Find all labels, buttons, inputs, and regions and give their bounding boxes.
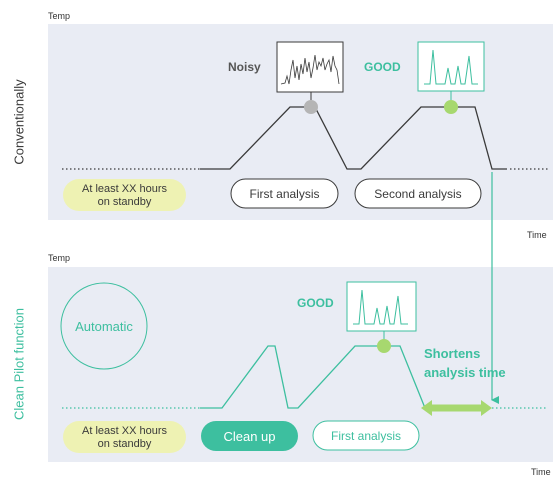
top-standby-line2: on standby [98, 196, 152, 208]
top-standby-line1: At least XX hours [82, 183, 167, 195]
top-second-analysis-pill [354, 178, 482, 209]
clean-up-label: Clean up [223, 429, 275, 444]
bottom-first-analysis-pill [312, 420, 420, 451]
top-first-analysis-pill [230, 178, 339, 209]
noisy-chromatogram-trace [280, 54, 340, 85]
top-good-sample-point [444, 100, 458, 114]
automatic-label: Automatic [75, 319, 133, 334]
top-second-analysis-label: Second analysis [374, 187, 461, 201]
bottom-good-chromatogram-box [346, 281, 417, 332]
bottom-first-analysis-label: First analysis [331, 429, 401, 443]
bottom-time-axis-label: Time [531, 467, 551, 477]
top-good-chromatogram-trace [424, 49, 478, 85]
shortens-double-arrow [421, 400, 492, 416]
top-good-label: GOOD [364, 60, 401, 74]
top-first-analysis-label: First analysis [249, 187, 319, 201]
shortens-label-line1: Shortens [424, 346, 480, 361]
bottom-standby-line1: At least XX hours [82, 425, 167, 437]
automatic-circle [60, 282, 148, 370]
noisy-label: Noisy [228, 60, 261, 74]
bottom-standby-pill [63, 421, 186, 453]
noisy-sample-point [304, 100, 318, 114]
bottom-temperature-profile [200, 345, 426, 409]
bottom-temp-axis-label: Temp [48, 253, 71, 263]
bottom-good-sample-point [377, 339, 391, 353]
clean-up-pill [201, 421, 298, 451]
top-standby-pill [63, 179, 186, 211]
top-time-axis-label: Time [527, 230, 547, 240]
bottom-good-chromatogram-trace [353, 289, 408, 325]
top-temp-axis-label: Temp [48, 11, 71, 21]
top-temperature-profile [200, 106, 507, 170]
shortens-label-line2: analysis time [424, 365, 506, 380]
bottom-good-label: GOOD [297, 296, 334, 310]
bottom-standby-line2: on standby [98, 438, 152, 450]
